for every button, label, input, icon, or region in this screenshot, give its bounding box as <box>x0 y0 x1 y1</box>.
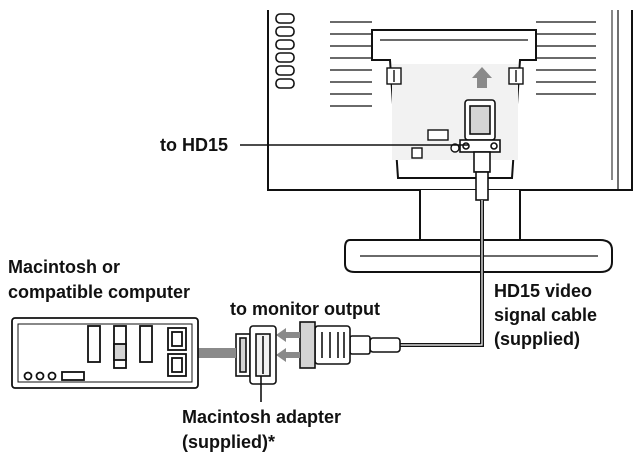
compartment-clips <box>386 67 524 85</box>
plug-to-adapter-arrows <box>276 328 300 362</box>
label-to-hd15: to HD15 <box>160 135 229 155</box>
label-cable-line3: (supplied) <box>494 329 580 349</box>
label-cable-line2: signal cable <box>494 305 598 325</box>
monitor-vent-slots <box>275 13 295 89</box>
label-monitor-output: to monitor output <box>230 299 380 319</box>
cable-ferrite-core <box>369 337 401 353</box>
monitor-back-view <box>267 10 633 273</box>
hd15-monitor-connector <box>459 99 501 201</box>
cable-hd15-plug <box>299 321 371 369</box>
label-adapter-line2: (supplied)* <box>182 432 275 452</box>
monitor-ribs <box>330 21 596 107</box>
compartment-ports <box>411 129 460 159</box>
macintosh-adapter <box>235 325 277 385</box>
macintosh-computer-rear <box>11 317 199 389</box>
label-cable-line1: HD15 video <box>494 281 593 301</box>
label-computer-line1: Macintosh or <box>8 257 121 277</box>
monitor-stand-neck <box>419 190 521 241</box>
label-computer-line2: compatible computer <box>8 282 191 302</box>
insert-direction-arrow <box>472 67 492 88</box>
label-adapter-line1: Macintosh adapter <box>182 407 342 427</box>
